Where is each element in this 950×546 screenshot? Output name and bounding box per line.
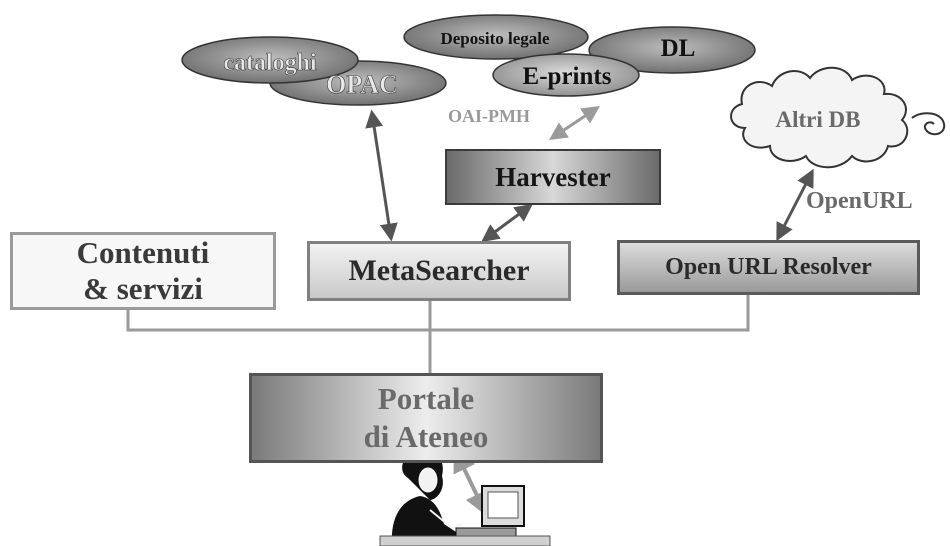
keyboard-shape bbox=[455, 527, 517, 537]
harvester-label: Harvester bbox=[495, 161, 611, 192]
repository-cluster: Deposito legale DL E-prints bbox=[403, 14, 756, 97]
cataloghi-ellipse bbox=[181, 36, 359, 84]
altri-db-cloud: Altri DB bbox=[730, 66, 946, 169]
deposito-ellipse bbox=[403, 14, 589, 60]
deposito-label: Deposito legale bbox=[440, 29, 550, 48]
eprints-label: E-prints bbox=[523, 63, 612, 90]
opac-label: OPAC bbox=[326, 70, 398, 99]
dl-ellipse bbox=[588, 26, 756, 74]
catalog-cluster: cataloghi OPAC bbox=[181, 36, 447, 106]
monitor-screen bbox=[487, 491, 519, 519]
contenuti-line1: Contenuti bbox=[76, 235, 210, 270]
harvester-box: Harvester bbox=[445, 149, 661, 205]
eprints-ellipse bbox=[492, 53, 640, 97]
metasearcher-label: MetaSearcher bbox=[348, 254, 530, 287]
harvester-metasearcher-arrow bbox=[481, 203, 533, 243]
altri-db-label: Altri DB bbox=[776, 107, 861, 132]
open-url-resolver-box: Open URL Resolver bbox=[617, 240, 920, 295]
connector-lines bbox=[126, 295, 750, 373]
contenuti-servizi-box: Contenuti & servizi bbox=[10, 232, 276, 310]
metasearcher-box: MetaSearcher bbox=[307, 241, 571, 301]
oai-pmh-arrow bbox=[549, 106, 600, 140]
openurl-arrow bbox=[776, 168, 814, 242]
contenuti-line2: & servizi bbox=[83, 271, 203, 306]
dl-label: DL bbox=[661, 35, 696, 62]
desk-shape bbox=[379, 535, 551, 546]
bus-line bbox=[126, 295, 750, 332]
cataloghi-label: cataloghi bbox=[223, 50, 317, 76]
user-face bbox=[417, 466, 439, 494]
resolver-label: Open URL Resolver bbox=[665, 254, 872, 280]
portale-line1: Portale bbox=[377, 381, 475, 416]
opac-metasearcher-arrow bbox=[365, 109, 398, 242]
cloud-tail-shape bbox=[911, 112, 946, 136]
openurl-label: OpenURL bbox=[806, 188, 913, 214]
oai-pmh-label: OAI-PMH bbox=[448, 106, 530, 126]
user-body bbox=[391, 496, 462, 546]
portale-line2: di Ateneo bbox=[363, 419, 489, 454]
user-workstation-illustration bbox=[379, 449, 551, 546]
portale-ateneo-box: Portale di Ateneo bbox=[249, 373, 603, 463]
user-arm bbox=[429, 509, 463, 530]
altri-db-cloud-shape bbox=[730, 66, 909, 169]
